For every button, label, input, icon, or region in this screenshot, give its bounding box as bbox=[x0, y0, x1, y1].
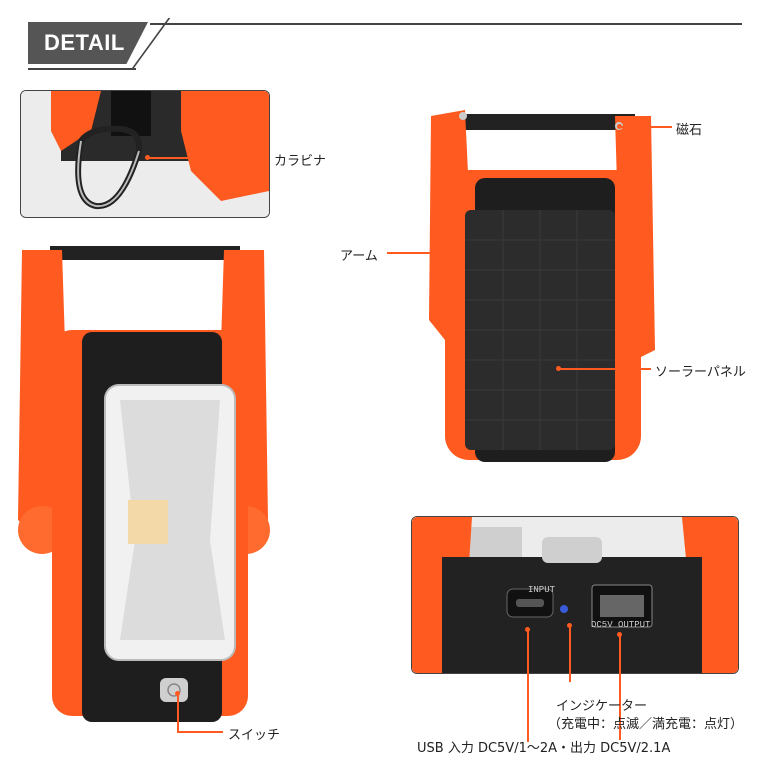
page-title: DETAIL bbox=[44, 30, 125, 55]
usb-output-callout-line bbox=[619, 635, 621, 740]
solar-panel-label: ソーラーパネル bbox=[655, 365, 746, 380]
solar-callout-dot bbox=[556, 366, 561, 371]
carabiner-callout-dot bbox=[145, 155, 150, 160]
header-underline bbox=[28, 68, 136, 70]
carabiner-detail-image bbox=[20, 90, 270, 218]
input-port-label: INPUT bbox=[528, 585, 556, 595]
usb-output-callout-dot bbox=[617, 632, 622, 637]
arm-label: アーム bbox=[340, 249, 378, 264]
lantern-front-image bbox=[10, 240, 270, 730]
magnet-callout-line bbox=[620, 126, 672, 128]
switch-label: スイッチ bbox=[228, 728, 281, 743]
indicator-callout-line bbox=[569, 626, 571, 682]
solar-callout-line bbox=[559, 368, 651, 370]
magnet-label: 磁石 bbox=[676, 123, 703, 138]
header-banner bbox=[28, 22, 148, 64]
header-rule bbox=[150, 23, 742, 25]
carabiner-label: カラビナ bbox=[274, 154, 327, 169]
switch-callout-vline bbox=[177, 693, 179, 733]
arm-callout-line bbox=[387, 252, 433, 254]
usb-input-callout-line bbox=[527, 630, 529, 742]
carabiner-callout-line bbox=[148, 157, 264, 159]
output-port-label: DC5V OUTPUT bbox=[591, 620, 651, 630]
indicator-callout-dot bbox=[567, 623, 572, 628]
lantern-back-image bbox=[425, 100, 660, 470]
magnet-callout-dot bbox=[617, 124, 622, 129]
switch-callout-hline bbox=[177, 731, 223, 733]
indicator-label: インジケーター bbox=[556, 699, 648, 714]
port-detail-image bbox=[411, 516, 739, 674]
usb-input-callout-dot bbox=[525, 627, 530, 632]
indicator-note: （充電中：点滅／満充電：点灯） bbox=[548, 717, 744, 732]
arm-callout-dot bbox=[431, 250, 436, 255]
usb-spec-label: USB 入力 DC5V/1～2A・出力 DC5V/2.1A bbox=[417, 741, 671, 756]
